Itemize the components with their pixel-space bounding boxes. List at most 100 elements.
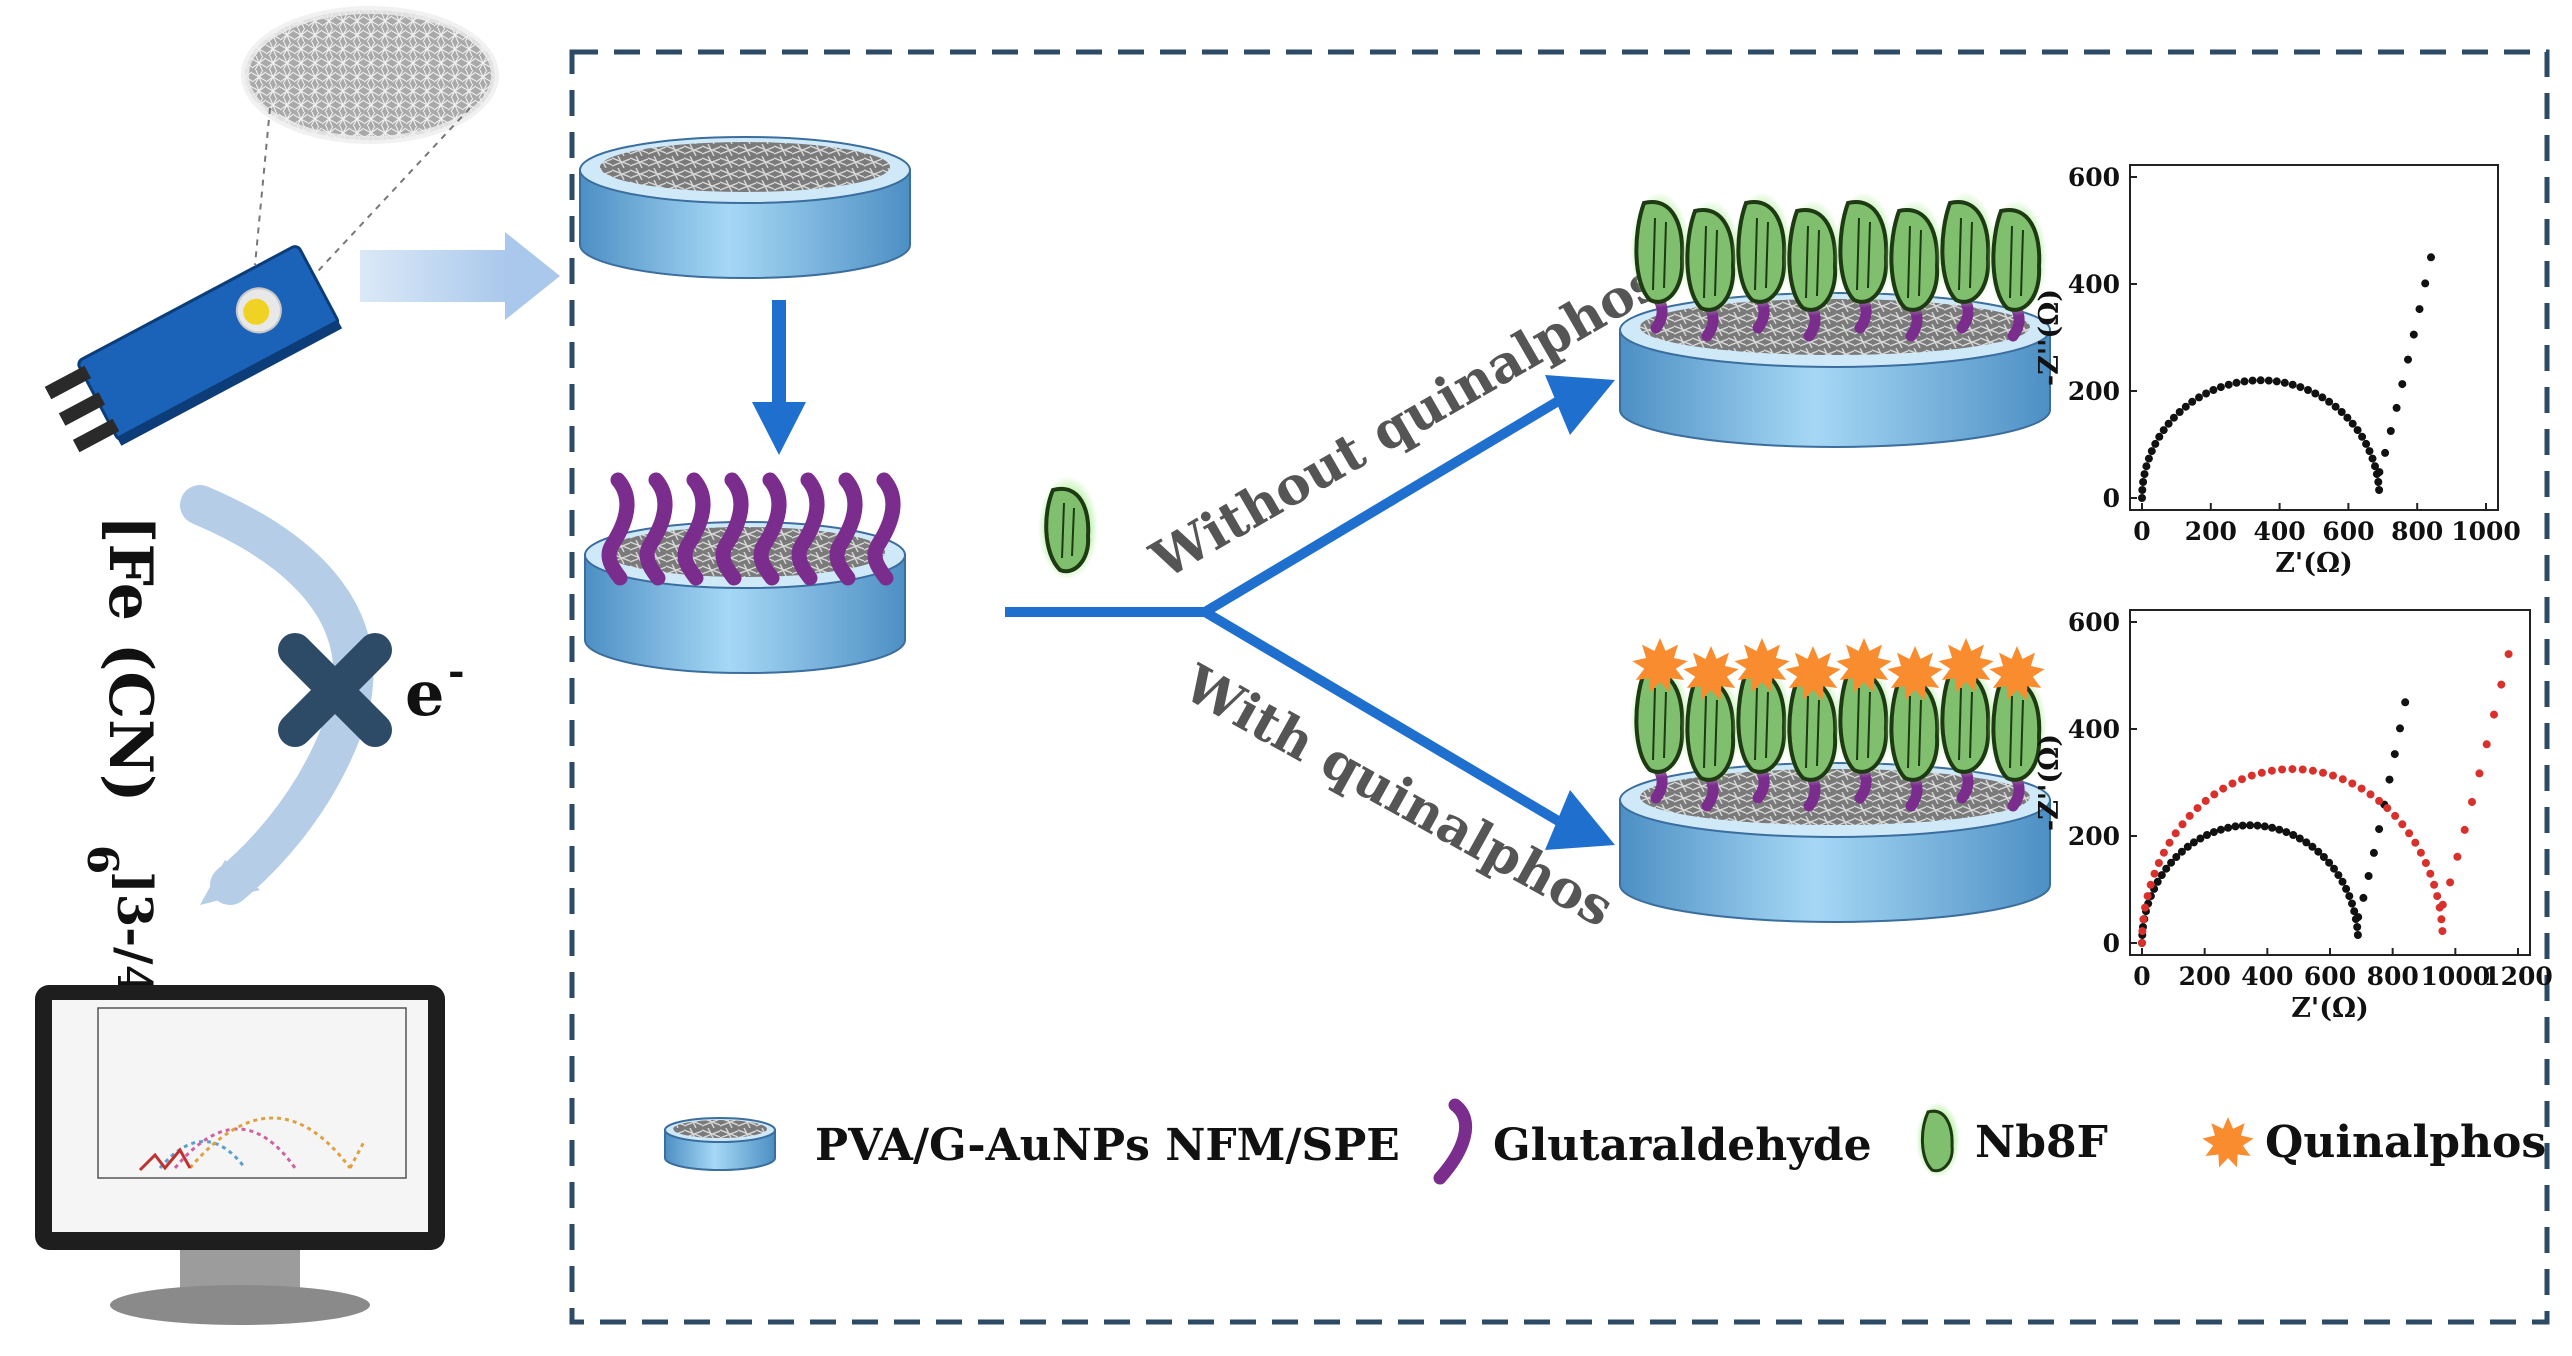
data-point [2331,402,2340,411]
data-point [2475,769,2484,778]
glutaraldehyde-strand [715,472,749,586]
data-point [2375,825,2384,834]
nanobody [1630,638,1690,804]
data-point [2405,829,2414,838]
data-point [2348,899,2356,908]
glutaraldehyde-strand [753,472,787,586]
data-point [2482,740,2491,749]
quinalphos-molecule [1989,646,2045,701]
data-point [2219,784,2228,793]
data-point [2246,821,2255,830]
data-point [2460,825,2469,834]
data-point [2171,829,2180,838]
data-point [2162,864,2171,873]
y-tick-label: 600 [2068,608,2120,637]
data-point [2195,393,2203,402]
data-point [2298,765,2307,774]
data-point [2224,380,2233,389]
data-point [2342,884,2351,893]
nanobody [1783,200,1843,342]
x-tick-label: 1000 [2421,962,2491,991]
data-point [2216,383,2225,392]
data-point [2398,820,2407,829]
data-point [2314,847,2323,856]
glutaraldehyde-modified-disk [584,472,906,674]
data-point [2411,838,2420,847]
data-point [2368,454,2377,463]
data-point [2329,771,2337,780]
data-point [2366,790,2375,799]
data-point [2318,393,2327,402]
data-point [2288,765,2297,774]
data-point [2142,462,2151,471]
data-point [2203,831,2211,839]
data-point [2231,822,2240,831]
quinalphos-molecule [1734,638,1790,693]
data-point [2144,454,2153,463]
data-point [2319,853,2328,861]
data-point [2178,820,2187,829]
dashed-frame [569,49,2550,1325]
glutaraldehyde-strand [829,472,863,586]
data-point [2446,878,2455,887]
data-point [2268,823,2277,832]
nb8f-immobilized-disk [1619,192,2051,448]
data-point [2260,822,2269,831]
glutaraldehyde-strand [639,472,673,586]
quinalphos-molecule [1938,638,1994,693]
data-point [2401,698,2410,707]
with-quinalphos-label: With quinalphos [1173,653,1624,940]
data-point [2159,426,2168,435]
data-point [2468,798,2476,806]
data-point [2308,766,2317,775]
data-point [2426,869,2435,878]
data-point [2334,871,2343,880]
data-point [2248,376,2257,385]
nfm-disk-icon [664,1117,776,1171]
data-point [2416,848,2425,857]
nanobody [1885,200,1945,342]
nanobody [1732,192,1792,334]
data-point [2183,842,2192,851]
data-point [2256,376,2265,385]
data-point [2354,913,2363,922]
quinalphos-icon [2202,1117,2254,1168]
electron-label: e [405,657,444,730]
data-point [2224,823,2233,832]
data-point [2154,859,2163,867]
data-point [2282,828,2291,837]
data-point [2421,859,2430,867]
data-point [2209,386,2218,394]
data-point [2150,869,2159,878]
data-point [2289,831,2298,839]
x-tick-label: 400 [2254,517,2306,546]
x-tick-label: 400 [2241,962,2293,991]
quinalphos-bound-disk [1619,638,2051,923]
data-point [2375,468,2384,477]
data-point [2238,775,2246,784]
pale-arrow-right [360,232,560,320]
data-point [2357,784,2366,793]
data-point [2138,927,2147,936]
data-point [2398,380,2407,389]
x-tick-label: 200 [2185,517,2237,546]
nanobody [1936,192,1996,334]
quinalphos-molecule [1887,646,1943,701]
y-tick-label: 200 [2068,822,2120,851]
data-point [2415,305,2424,314]
y-tick-label: 600 [2068,163,2120,192]
data-point [2438,900,2447,909]
legend-label-glutaraldehyde: Glutaraldehyde [1493,1120,1872,1171]
quinalphos-molecule [1785,646,1841,701]
data-point [2267,766,2276,775]
data-point [2371,462,2379,471]
data-point [2375,486,2384,494]
data-point [2155,432,2164,441]
data-point [2311,389,2320,398]
data-point [2325,397,2334,406]
data-point [2348,779,2357,788]
y-tick-label: 0 [2103,929,2120,958]
